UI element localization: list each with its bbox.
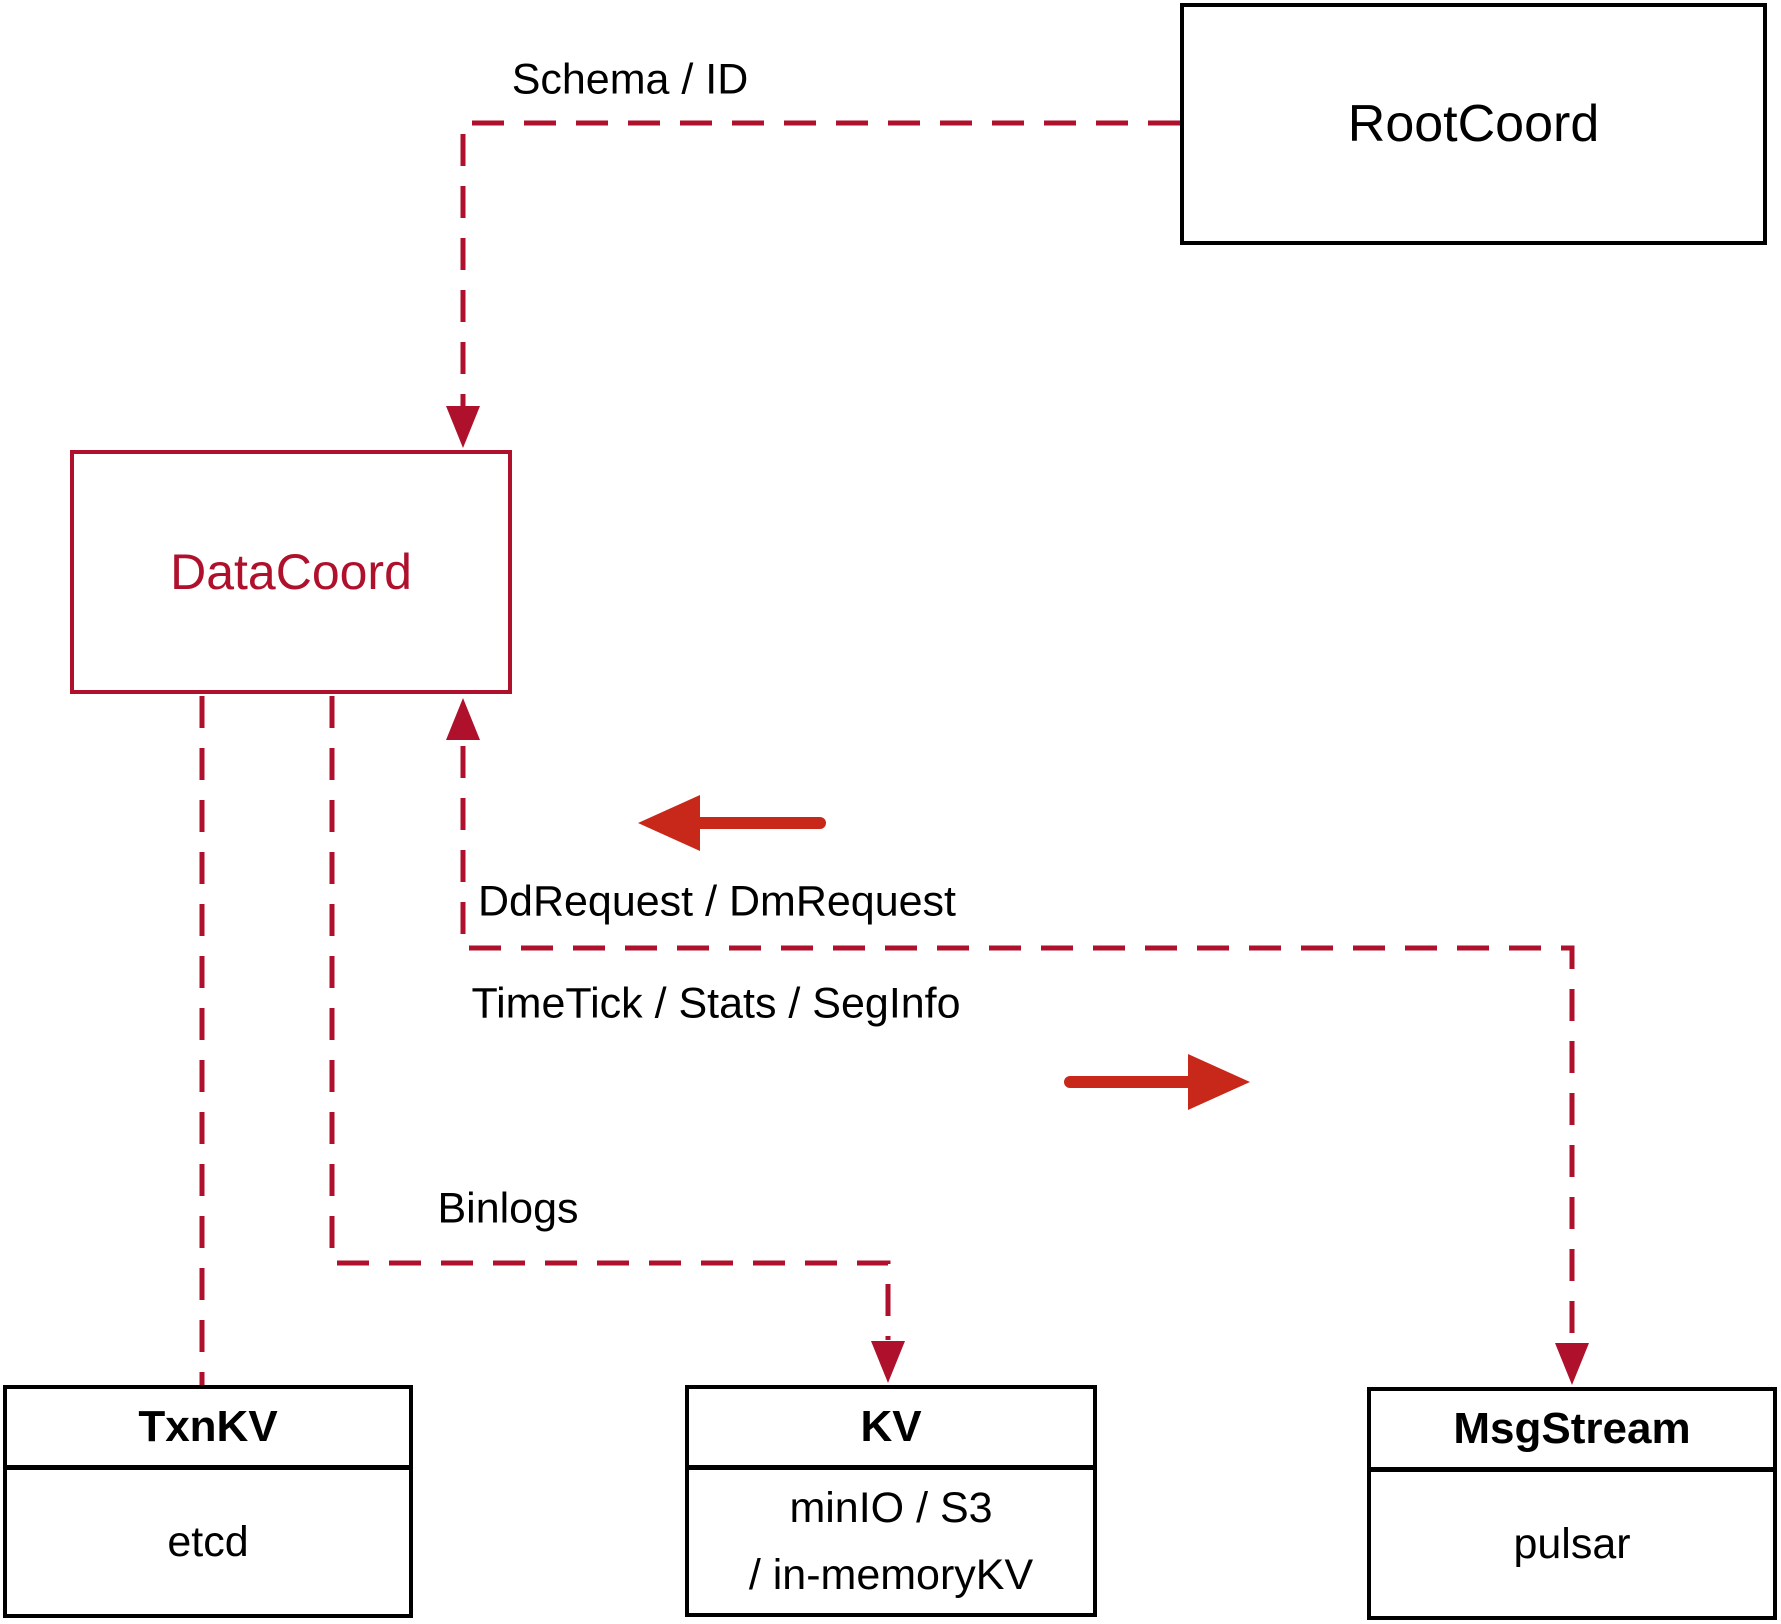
edge-label-binlogs: Binlogs: [437, 1184, 579, 1233]
ddrequest-timetick-connector: [460, 746, 1575, 1340]
binlogs-arrowhead: [871, 1341, 905, 1383]
txnkv-title: TxnKV: [7, 1389, 409, 1470]
edge-label-ddrequest-dmrequest: DdRequest / DmRequest: [478, 877, 956, 926]
rootcoord-label: RootCoord: [1347, 95, 1600, 153]
kv-title: KV: [689, 1389, 1093, 1470]
msgstream-body-text: pulsar: [1513, 1519, 1631, 1568]
kv-body-line2: / in-memoryKV: [748, 1550, 1034, 1599]
txnkv-body-text: etcd: [167, 1517, 249, 1566]
direction-arrow-left-head: [638, 795, 700, 851]
node-msgstream: MsgStream pulsar: [1367, 1387, 1777, 1620]
node-kv: KV minIO / S3 / in-memoryKV: [685, 1385, 1097, 1617]
edge-label-schema-id: Schema / ID: [511, 55, 749, 104]
timetick-arrowhead-down: [1555, 1343, 1589, 1385]
schema-id-connector: [460, 120, 1180, 408]
node-rootcoord: RootCoord: [1180, 3, 1767, 245]
edge-label-timetick-stats-seginfo: TimeTick / Stats / SegInfo: [471, 979, 961, 1028]
schema-id-arrowhead: [446, 406, 480, 448]
msgstream-title: MsgStream: [1371, 1391, 1773, 1472]
ddrequest-arrowhead-up: [446, 698, 480, 740]
kv-body-line1: minIO / S3: [789, 1483, 993, 1532]
node-datacoord: DataCoord: [70, 450, 512, 694]
datacoord-label: DataCoord: [170, 544, 412, 600]
direction-arrow-right-head: [1188, 1054, 1250, 1110]
node-txnkv: TxnKV etcd: [3, 1385, 413, 1618]
